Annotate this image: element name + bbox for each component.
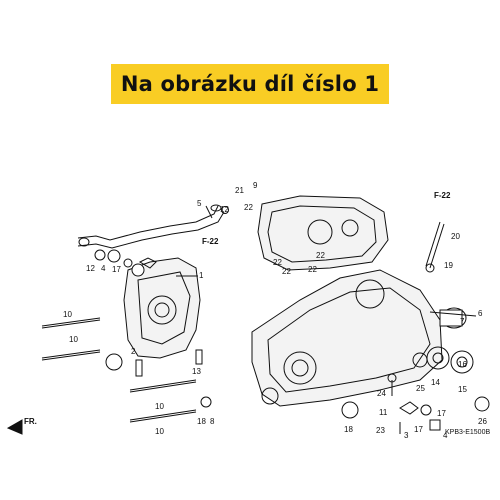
- part-label-14: 14: [431, 378, 440, 387]
- ref-label-left: F-22: [202, 237, 219, 246]
- part-label-12a: 12: [86, 264, 95, 273]
- part-label-9: 9: [253, 181, 258, 190]
- part-label-25: 25: [416, 384, 425, 393]
- part-label-20: 20: [451, 232, 460, 241]
- part-label-8: 8: [210, 417, 215, 426]
- part-label-5: 5: [197, 199, 202, 208]
- part-label-22e: 22: [308, 265, 317, 274]
- part-label-11: 11: [379, 408, 388, 417]
- part-label-2: 2: [131, 347, 136, 356]
- part-label-3: 3: [404, 431, 409, 440]
- part-label-18a: 18: [197, 417, 206, 426]
- part-label-13: 13: [192, 367, 201, 376]
- part-label-24: 24: [377, 389, 386, 398]
- part-label-15: 15: [458, 385, 467, 394]
- part-label-22b: 22: [273, 258, 282, 267]
- part-label-22d: 22: [282, 267, 291, 276]
- part-label-22a: 22: [244, 203, 253, 212]
- part-label-12b: 12: [220, 205, 229, 214]
- part-label-18b: 18: [344, 425, 353, 434]
- part-label-19: 19: [444, 261, 453, 270]
- left-crankcase: [123, 257, 201, 359]
- part-label-17b: 17: [437, 409, 446, 418]
- part-label-17c: 17: [414, 425, 423, 434]
- part-label-10c: 10: [155, 402, 164, 411]
- crankcase-cover: [257, 195, 389, 271]
- part-label-10d: 10: [155, 427, 164, 436]
- title-banner: Na obrázku díl číslo 1: [111, 64, 389, 104]
- part-label-10a: 10: [63, 310, 72, 319]
- part-label-10b: 10: [69, 335, 78, 344]
- part-label-4: 4: [101, 264, 106, 273]
- part-label-7: 7: [460, 317, 465, 326]
- part-label-21: 21: [235, 186, 244, 195]
- part-label-22c: 22: [316, 251, 325, 260]
- part-label-16: 16: [458, 360, 467, 369]
- part-label-17a: 17: [112, 265, 121, 274]
- part-label-26: 26: [478, 417, 487, 426]
- ref-label-right: F-22: [434, 191, 451, 200]
- title-text: Na obrázku díl číslo 1: [120, 72, 380, 96]
- catalog-code: KPB3-E1500B: [445, 429, 490, 436]
- part-label-1: 1: [199, 271, 204, 280]
- part-label-4b: 4: [443, 431, 448, 440]
- part-label-23: 23: [376, 426, 385, 435]
- direction-label: FR.: [24, 417, 37, 426]
- right-crankcase: [251, 269, 443, 407]
- part-label-6: 6: [478, 309, 483, 318]
